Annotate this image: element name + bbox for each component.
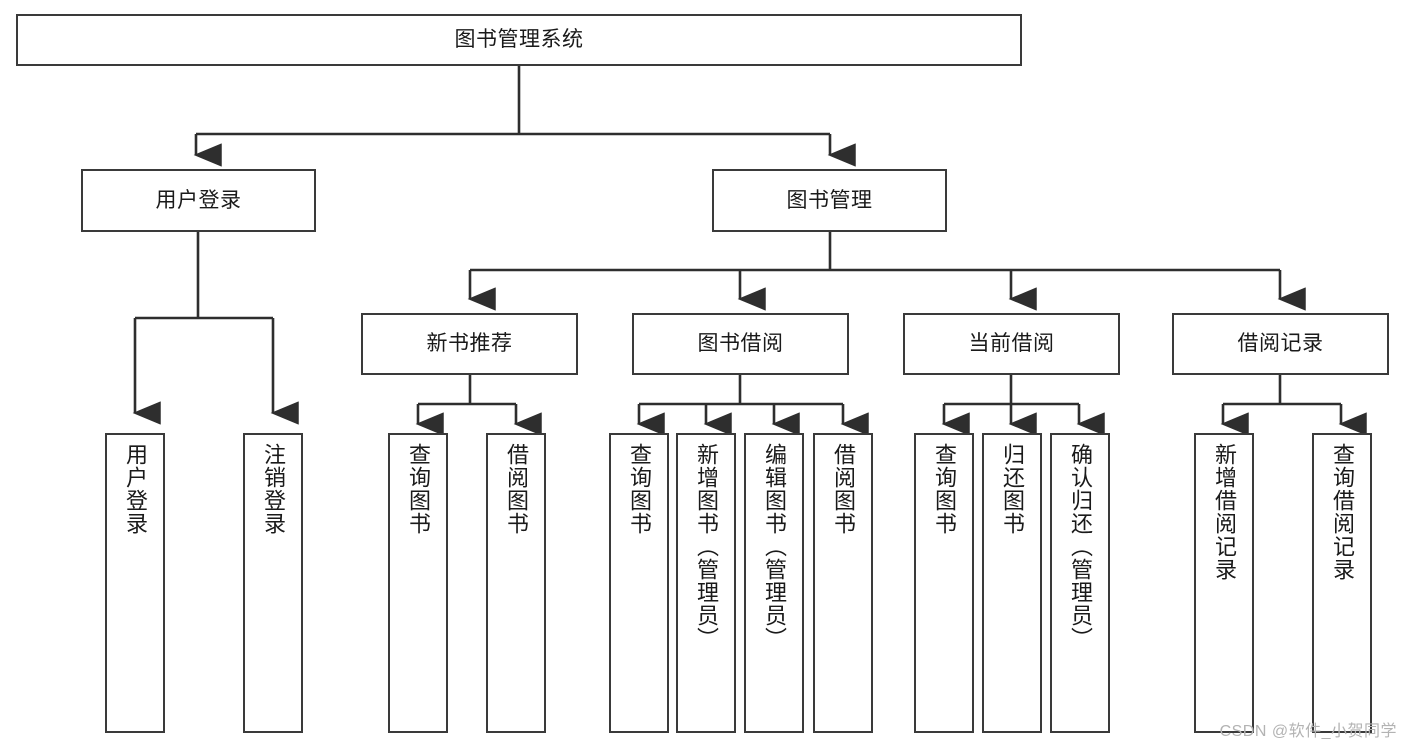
leaf-query-book-2[interactable]: 查询图书	[609, 433, 669, 733]
leaf-edit-book[interactable]: 编辑图书（管理员）	[744, 433, 804, 733]
leaf-borrow-book-2-label: 借阅图书	[830, 443, 856, 535]
node-book-management[interactable]: 图书管理	[712, 169, 947, 232]
leaf-add-borrow-record-label: 新增借阅记录	[1211, 443, 1237, 581]
leaf-user-logout[interactable]: 注销登录	[243, 433, 303, 733]
leaf-add-book-label: 新增图书（管理员）	[693, 443, 719, 650]
node-root-label: 图书管理系统	[454, 28, 584, 52]
node-book-management-label: 图书管理	[786, 188, 873, 212]
watermark-text: CSDN @软件_小贺同学	[1219, 723, 1397, 740]
leaf-return-book-label: 归还图书	[999, 443, 1025, 535]
leaf-user-login-label: 用户登录	[122, 443, 148, 535]
node-user-login[interactable]: 用户登录	[81, 169, 316, 232]
leaf-query-book-3-label: 查询图书	[931, 443, 957, 535]
leaf-return-book[interactable]: 归还图书	[982, 433, 1042, 733]
node-new-book-recommend-label: 新书推荐	[426, 332, 513, 356]
leaf-query-book-2-label: 查询图书	[626, 443, 652, 535]
leaf-borrow-book-1[interactable]: 借阅图书	[486, 433, 546, 733]
leaf-confirm-return-label: 确认归还（管理员）	[1067, 443, 1093, 650]
node-borrow-record-label: 借阅记录	[1237, 332, 1324, 356]
leaf-query-borrow-record-label: 查询借阅记录	[1329, 443, 1355, 581]
leaf-confirm-return[interactable]: 确认归还（管理员）	[1050, 433, 1110, 733]
leaf-user-logout-label: 注销登录	[260, 443, 286, 535]
node-borrow-record[interactable]: 借阅记录	[1172, 313, 1389, 375]
leaf-query-book-1-label: 查询图书	[405, 443, 431, 535]
node-current-borrow[interactable]: 当前借阅	[903, 313, 1120, 375]
leaf-query-book-3[interactable]: 查询图书	[914, 433, 974, 733]
leaf-borrow-book-2[interactable]: 借阅图书	[813, 433, 873, 733]
node-new-book-recommend[interactable]: 新书推荐	[361, 313, 578, 375]
leaf-edit-book-label: 编辑图书（管理员）	[761, 443, 787, 650]
leaf-query-borrow-record[interactable]: 查询借阅记录	[1312, 433, 1372, 733]
leaf-add-book[interactable]: 新增图书（管理员）	[676, 433, 736, 733]
node-book-borrow[interactable]: 图书借阅	[632, 313, 849, 375]
node-root[interactable]: 图书管理系统	[16, 14, 1022, 66]
node-book-borrow-label: 图书借阅	[697, 332, 784, 356]
leaf-borrow-book-1-label: 借阅图书	[503, 443, 529, 535]
node-user-login-label: 用户登录	[155, 188, 242, 212]
node-current-borrow-label: 当前借阅	[968, 332, 1055, 356]
leaf-user-login[interactable]: 用户登录	[105, 433, 165, 733]
leaf-query-book-1[interactable]: 查询图书	[388, 433, 448, 733]
leaf-add-borrow-record[interactable]: 新增借阅记录	[1194, 433, 1254, 733]
